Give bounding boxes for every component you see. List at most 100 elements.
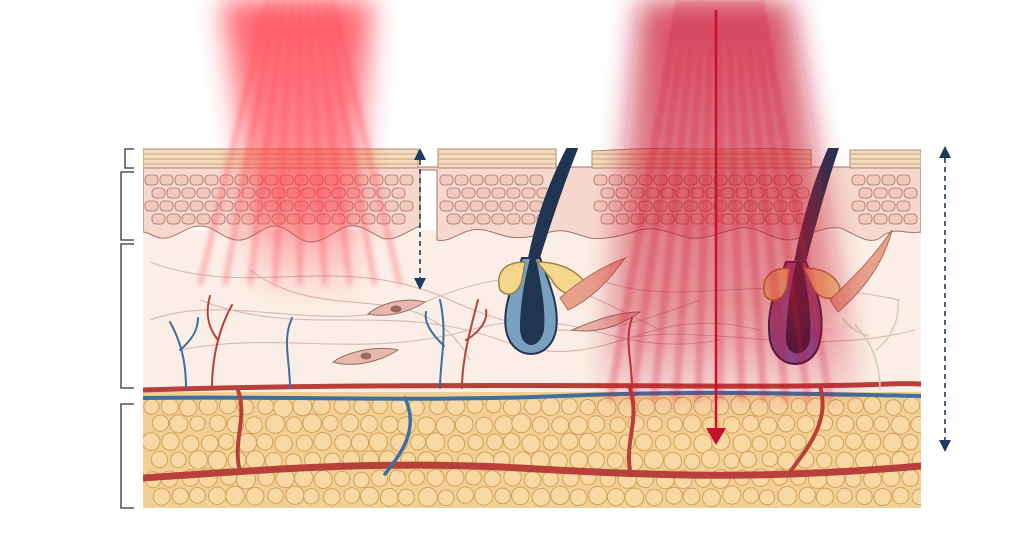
epidermal-cell xyxy=(384,200,399,212)
epidermal-cell xyxy=(514,200,529,212)
fat-cell xyxy=(152,487,171,506)
fat-cell xyxy=(722,485,742,505)
fat-cell xyxy=(409,433,427,451)
fat-cell xyxy=(523,471,542,489)
fat-cell xyxy=(902,433,919,451)
epidermal-cell xyxy=(903,187,918,199)
fat-cell xyxy=(742,487,760,504)
epidermal-cell xyxy=(858,213,873,225)
light-ray xyxy=(726,0,744,401)
fat-cell xyxy=(388,469,406,487)
fat-cell xyxy=(523,397,542,415)
epidermal-cell xyxy=(491,187,506,199)
epidermal-cell xyxy=(361,213,376,225)
fat-cell xyxy=(815,487,834,506)
fat-cell xyxy=(181,435,200,453)
epidermal-cell xyxy=(144,200,159,212)
vein-branch-1 xyxy=(383,396,412,476)
epidermal-cell xyxy=(166,187,181,199)
epidermal-cell xyxy=(608,174,623,186)
fat-cell xyxy=(408,469,426,486)
fat-cell xyxy=(827,399,845,417)
fat-cell xyxy=(798,486,816,504)
fat-cell xyxy=(380,415,399,434)
epidermal-cell xyxy=(439,200,454,212)
fat-cell xyxy=(465,468,482,486)
fat-cell xyxy=(322,488,341,506)
epidermal-cell xyxy=(446,187,461,199)
fat-cell xyxy=(170,451,187,469)
epidermal-cell xyxy=(903,213,918,225)
fat-cell xyxy=(551,416,570,435)
fat-cell xyxy=(606,452,624,470)
fat-cell xyxy=(265,414,286,434)
epidermal-cell xyxy=(593,200,608,212)
fat-cell xyxy=(828,435,845,452)
fat-cell xyxy=(189,486,206,504)
epidermal-cell xyxy=(896,200,911,212)
fat-cell xyxy=(257,398,275,415)
epidermal-cell xyxy=(454,174,469,186)
fat-cell xyxy=(682,487,701,506)
epidermal-cell xyxy=(499,200,514,212)
fat-cell xyxy=(579,398,596,416)
fat-cell xyxy=(598,432,617,451)
fat-cell xyxy=(285,416,303,434)
fat-cell xyxy=(143,398,160,415)
fat-cell xyxy=(816,452,833,469)
fat-cell xyxy=(890,415,911,435)
epidermal-cell xyxy=(454,200,469,212)
fat-cell xyxy=(160,397,179,416)
bracket-stratum-corneum xyxy=(124,148,134,169)
light-ray xyxy=(198,0,270,286)
epidermal-cell xyxy=(593,174,608,186)
fat-cell xyxy=(666,416,683,433)
fat-cell xyxy=(664,486,683,505)
epidermal-cell xyxy=(476,213,491,225)
fat-cell xyxy=(435,416,456,436)
fat-cell xyxy=(313,431,333,451)
epidermal-cell xyxy=(866,200,881,212)
epidermal-cell xyxy=(151,187,166,199)
fat-cell xyxy=(483,470,501,488)
fat-cell xyxy=(855,414,874,433)
epidermal-cell xyxy=(219,200,234,212)
fat-cell xyxy=(901,469,920,487)
deep-depth-arrow xyxy=(939,146,951,452)
epidermal-cell xyxy=(439,174,454,186)
epidermal-cell xyxy=(888,187,903,199)
fat-cell xyxy=(189,415,206,432)
fat-cell xyxy=(835,451,855,471)
fat-cell xyxy=(207,450,228,471)
fat-cell xyxy=(169,414,189,434)
fat-cell xyxy=(863,432,882,451)
epidermal-cell xyxy=(361,187,376,199)
fat-cell xyxy=(624,487,645,508)
fat-cell xyxy=(542,434,559,451)
fat-cell xyxy=(494,415,514,435)
light-ray xyxy=(652,0,698,401)
fat-cell xyxy=(151,414,170,432)
fat-cell xyxy=(359,486,380,506)
fat-cell xyxy=(201,434,219,453)
fat-cell xyxy=(397,416,416,436)
fat-cell xyxy=(161,432,180,451)
fat-cell xyxy=(836,415,855,434)
fat-cell xyxy=(379,488,399,507)
fat-cell xyxy=(302,413,322,433)
fat-cell xyxy=(340,413,360,433)
fat-cell xyxy=(609,416,627,434)
light-ray xyxy=(608,0,682,401)
artery-deep xyxy=(143,461,921,482)
fat-cell xyxy=(663,451,682,471)
epidermal-cell xyxy=(866,174,881,186)
epidermal-cell xyxy=(461,187,476,199)
epidermal-cell xyxy=(204,200,219,212)
fat-cell xyxy=(732,434,752,454)
epidermal-cell xyxy=(600,187,615,199)
fat-cell xyxy=(739,450,757,469)
fat-cell xyxy=(285,485,305,505)
deep-light-rays xyxy=(608,0,832,401)
fat-cell xyxy=(245,486,265,506)
